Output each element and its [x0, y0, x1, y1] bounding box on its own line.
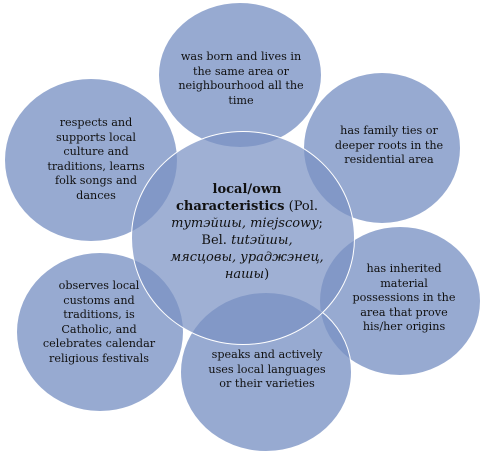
- center-label: local/own characteristics (Pol. тутэйшы,…: [168, 181, 326, 283]
- node-label-bottom: speaks and actively uses local languages…: [208, 348, 326, 390]
- center-bel-words: tutэйшы, мясцовы, ураджэнец, нашы: [170, 233, 324, 282]
- center-circle: [131, 131, 355, 345]
- center-close: ): [264, 267, 270, 282]
- center-title: local/own characteristics: [175, 182, 285, 214]
- node-label-top: was born and lives in the same area or n…: [178, 50, 304, 107]
- center-bel-prefix: ; Bel.: [201, 216, 323, 248]
- node-label-lower-left: observes local customs and traditions, i…: [42, 279, 156, 365]
- center-pl-open: (Pol.: [284, 199, 319, 214]
- node-label-upper-left: respects and supports local culture and …: [47, 116, 145, 202]
- node-circle-top: [158, 2, 322, 148]
- node-label-upper-right: has family ties or deeper roots in the r…: [334, 124, 444, 166]
- center-pl-words: тутэйшы, miejscowy: [171, 216, 319, 231]
- node-label-lower-right: has inherited material possessions in th…: [352, 262, 456, 333]
